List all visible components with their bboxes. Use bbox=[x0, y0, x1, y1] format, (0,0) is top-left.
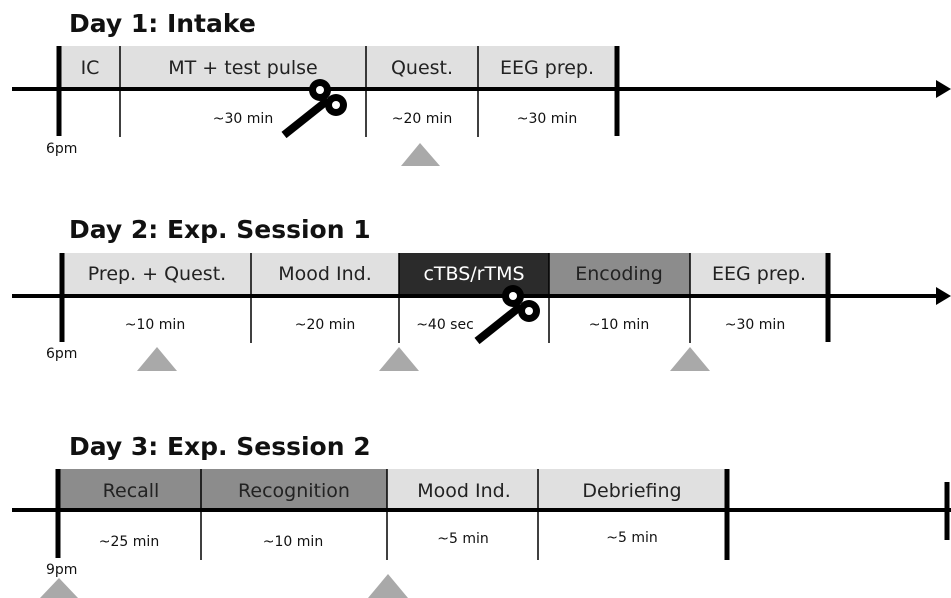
day-1-timeline: Day 1: Intake IC MT + test pulse Quest. … bbox=[12, 9, 951, 166]
block-debriefing bbox=[538, 469, 727, 510]
duration-mood-ind: ~5 min bbox=[437, 531, 489, 547]
day-2-title: Day 2: Exp. Session 1 bbox=[69, 215, 371, 244]
triangle-marker-icon bbox=[379, 347, 419, 371]
triangle-marker-icon bbox=[401, 143, 440, 166]
duration-eeg-prep: ~30 min bbox=[517, 111, 577, 127]
block-recognition bbox=[201, 469, 387, 510]
block-recall bbox=[58, 469, 201, 510]
block-prep-quest bbox=[62, 253, 251, 296]
block-ctbs-rtms bbox=[399, 253, 549, 296]
block-label-ctbs-rtms: cTBS/rTMS bbox=[423, 263, 524, 285]
block-label-mood-ind: Mood Ind. bbox=[417, 480, 511, 502]
day-2-timeline: Day 2: Exp. Session 1 Prep. + Quest. Moo… bbox=[12, 215, 951, 371]
start-time: 6pm bbox=[46, 141, 77, 157]
block-label-eeg-prep: EEG prep. bbox=[712, 263, 806, 285]
block-label-debriefing: Debriefing bbox=[582, 480, 681, 502]
timeline-arrowhead bbox=[936, 287, 951, 305]
block-label-quest: Quest. bbox=[391, 57, 453, 79]
start-time: 9pm bbox=[46, 562, 77, 578]
block-mood-ind bbox=[251, 253, 399, 296]
block-encoding bbox=[549, 253, 690, 296]
duration-ctbs-rtms: ~40 sec bbox=[416, 317, 474, 333]
block-quest bbox=[366, 46, 478, 89]
block-label-eeg-prep: EEG prep. bbox=[500, 57, 594, 79]
start-time: 6pm bbox=[46, 346, 77, 362]
duration-prep-quest: ~10 min bbox=[125, 317, 185, 333]
triangle-marker-icon bbox=[670, 347, 710, 371]
triangle-marker-icon bbox=[137, 347, 177, 371]
block-label-ic: IC bbox=[81, 57, 100, 79]
tms-coil-icon bbox=[281, 79, 347, 139]
duration-debriefing: ~5 min bbox=[606, 530, 658, 546]
block-ic bbox=[59, 46, 120, 89]
block-label-encoding: Encoding bbox=[575, 263, 663, 285]
day-1-title: Day 1: Intake bbox=[69, 9, 256, 38]
duration-recognition: ~10 min bbox=[263, 534, 323, 550]
timeline-arrowhead bbox=[936, 80, 951, 98]
duration-recall: ~25 min bbox=[99, 534, 159, 550]
block-label-recognition: Recognition bbox=[238, 480, 350, 502]
block-label-mood-ind: Mood Ind. bbox=[278, 263, 372, 285]
triangle-marker-icon bbox=[368, 574, 408, 598]
duration-eeg-prep: ~30 min bbox=[725, 317, 785, 333]
duration-mt-test-pulse: ~30 min bbox=[213, 111, 273, 127]
duration-encoding: ~10 min bbox=[589, 317, 649, 333]
block-eeg-prep bbox=[690, 253, 828, 296]
block-eeg-prep bbox=[478, 46, 617, 89]
duration-mood-ind: ~20 min bbox=[295, 317, 355, 333]
duration-quest: ~20 min bbox=[392, 111, 452, 127]
day-3-title: Day 3: Exp. Session 2 bbox=[69, 432, 371, 461]
block-label-prep-quest: Prep. + Quest. bbox=[88, 263, 226, 285]
block-mood-ind bbox=[387, 469, 538, 510]
day-3-timeline: Day 3: Exp. Session 2 Recall Recognition… bbox=[12, 432, 951, 598]
block-label-mt-test-pulse: MT + test pulse bbox=[168, 57, 318, 79]
tms-coil-icon bbox=[474, 285, 540, 345]
block-label-recall: Recall bbox=[103, 480, 160, 502]
triangle-marker-icon bbox=[40, 578, 78, 598]
